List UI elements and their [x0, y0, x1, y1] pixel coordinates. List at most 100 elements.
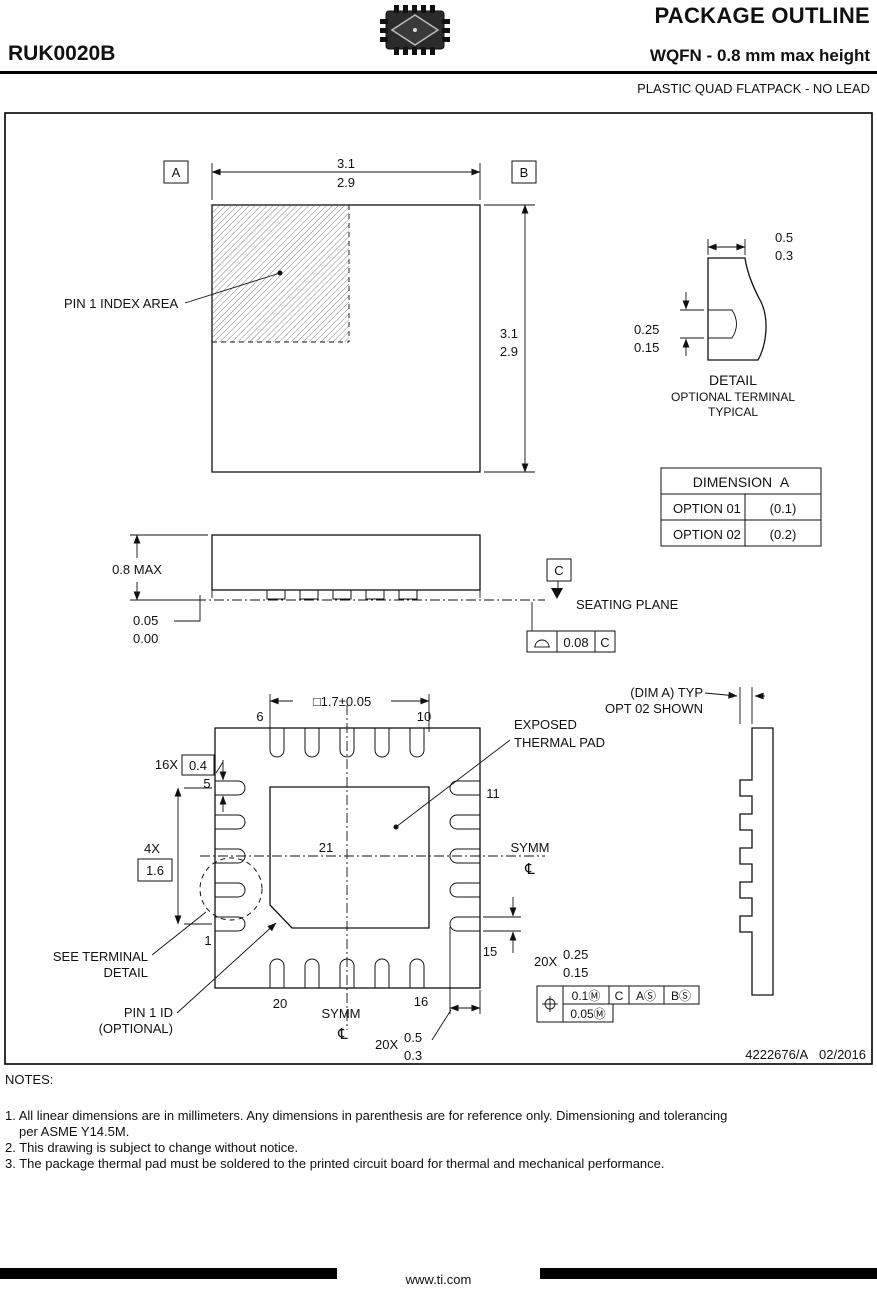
detail-title: DETAIL — [709, 372, 757, 388]
side-profile-outline — [739, 727, 774, 996]
lead-dim2-count: 20X — [375, 1037, 398, 1052]
lead-dim1-max: 0.25 — [563, 947, 588, 962]
lead-width-count: 16X — [155, 757, 178, 772]
table-row1-value: (0.1) — [770, 501, 797, 516]
pitch-value: 1.6 — [146, 863, 164, 878]
top-height-min: 2.9 — [500, 344, 518, 359]
pitch-box — [137, 858, 173, 882]
qfn-chip-icon — [380, 5, 450, 55]
datum-c-flag — [546, 558, 572, 582]
flatness-tolerance: 0.08 — [563, 635, 588, 650]
exposed-pad-label-1: EXPOSED — [514, 717, 577, 732]
table-border — [660, 467, 822, 547]
pin-label-11: 11 — [486, 786, 500, 801]
package-type-label: PLASTIC QUAD FLATPACK - NO LEAD — [637, 81, 870, 96]
lead-width-box — [181, 754, 215, 776]
fcf-tolerance-1: 0.1Ⓜ — [572, 989, 601, 1003]
doc-number: 4222676/A 02/2016 — [745, 1047, 866, 1062]
flatness-datum: C — [600, 635, 609, 650]
pin-label-21: 21 — [319, 840, 333, 855]
table-row1-label: OPTION 01 — [673, 501, 741, 516]
table-row2-value: (0.2) — [770, 527, 797, 542]
header-rule — [0, 71, 877, 74]
note-2: 2. This drawing is subject to change wit… — [5, 1140, 299, 1155]
lead-dim1-min: 0.15 — [563, 965, 588, 980]
pin-label-5: 5 — [203, 776, 210, 791]
terminal-detail-circle — [199, 857, 263, 921]
terminal-outline — [707, 257, 767, 361]
symm-label-bottom: SYMM — [322, 1006, 361, 1021]
side-max-height: 0.8 MAX — [112, 562, 162, 577]
note-1-line-1: 1. All linear dimensions are in millimet… — [5, 1108, 728, 1123]
centerline-symbol-bottom: ℄ — [337, 1026, 348, 1043]
pin-label-10: 10 — [417, 709, 431, 724]
feature-control-frame: 0.1Ⓜ C AⓈ BⓈ 0.05Ⓜ — [536, 985, 700, 1023]
datum-c-label: C — [554, 563, 563, 578]
seating-plane-pointer — [551, 588, 563, 599]
top-width-max: 3.1 — [337, 156, 355, 171]
footer-bar-left — [0, 1268, 337, 1279]
exposed-pad-label-2: THERMAL PAD — [514, 735, 605, 750]
table-row2-label: OPTION 02 — [673, 527, 741, 542]
dimension-a-table: DIMENSION A OPTION 01 (0.1) OPTION 02 (0… — [660, 467, 822, 547]
table-title: DIMENSION A — [693, 474, 790, 490]
footer-bar-right — [540, 1268, 877, 1279]
top-terminals — [269, 728, 425, 758]
drawing-border — [4, 112, 873, 1065]
pin1-id-label-2: (OPTIONAL) — [99, 1021, 173, 1036]
lead-dim2-max: 0.5 — [404, 1030, 422, 1045]
detail-subtitle-2: TYPICAL — [708, 405, 758, 419]
bottom-body-outline — [214, 727, 481, 989]
package-height-subtitle: WQFN - 0.8 mm max height — [649, 46, 870, 65]
profile-of-surface-icon — [534, 639, 550, 648]
page-title: PACKAGE OUTLINE — [654, 3, 870, 28]
lead-dim1-count: 20X — [534, 954, 557, 969]
fcf-datum-1: C — [615, 989, 624, 1003]
seating-plane-label: SEATING PLANE — [576, 597, 679, 612]
pin-label-15: 15 — [483, 944, 497, 959]
terminal-width-min: 0.3 — [775, 248, 793, 263]
note-1-line-2: per ASME Y14.5M. — [19, 1124, 130, 1139]
datum-b-label: B — [520, 165, 529, 180]
terminal-thickness-min: 0.15 — [634, 340, 659, 355]
terminal-detail-view: 0.5 0.3 0.25 0.15 DETAIL OPTIONAL TERMIN… — [634, 230, 795, 419]
datum-a-label: A — [172, 165, 181, 180]
fcf-tolerance-2: 0.05Ⓜ — [570, 1007, 605, 1021]
symm-label-right: SYMM — [511, 840, 550, 855]
thermal-pad-leader-dot — [393, 824, 399, 830]
datum-b-flag — [511, 160, 537, 184]
bottom-view: □1.7±0.05 6 10 5 11 1 15 20 16 21 EXPOSE… — [53, 694, 700, 1063]
top-height-max: 3.1 — [500, 326, 518, 341]
terminal-thickness-max: 0.25 — [634, 322, 659, 337]
exposed-thermal-pad-outline — [269, 786, 430, 929]
pin1-id-label-1: PIN 1 ID — [124, 1005, 173, 1020]
detail-subtitle-1: OPTIONAL TERMINAL — [671, 390, 795, 404]
side-body-outline — [211, 534, 481, 591]
note-3: 3. The package thermal pad must be solde… — [5, 1156, 665, 1171]
fcf-datum-2: AⓈ — [636, 989, 656, 1003]
dim-a-note-2: OPT 02 SHOWN — [605, 701, 703, 716]
drawing-area: A 3.1 2.9 B 3.1 2.9 PIN 1 INDEX AREA 0.5 — [4, 112, 873, 1065]
fcf-datum-3: BⓈ — [671, 989, 691, 1003]
ti-website-link[interactable]: www.ti.com — [405, 1272, 472, 1287]
lead-width-value: 0.4 — [189, 758, 207, 773]
pin1-index-label: PIN 1 INDEX AREA — [64, 296, 178, 311]
top-width-min: 2.9 — [337, 175, 355, 190]
pad-dimension: □1.7±0.05 — [313, 694, 371, 709]
centerline-symbol-right: ℄ — [524, 861, 535, 878]
see-detail-label-1: SEE TERMINAL — [53, 949, 148, 964]
notes-title: NOTES: — [5, 1072, 54, 1087]
top-view: A 3.1 2.9 B 3.1 2.9 PIN 1 INDEX AREA — [64, 156, 537, 473]
part-number: RUK0020B — [8, 42, 116, 65]
pin-label-1: 1 — [204, 933, 211, 948]
standoff-min: 0.00 — [133, 631, 158, 646]
terminal-width-max: 0.5 — [775, 230, 793, 245]
right-terminals — [449, 780, 480, 932]
pitch-count: 4X — [144, 841, 160, 856]
qfn-chip-body — [380, 5, 450, 55]
side-profile-view: (DIM A) TYP OPT 02 SHOWN — [605, 685, 774, 996]
pin-label-20: 20 — [273, 996, 287, 1011]
pin-label-16: 16 — [414, 994, 428, 1009]
standoff-max: 0.05 — [133, 613, 158, 628]
